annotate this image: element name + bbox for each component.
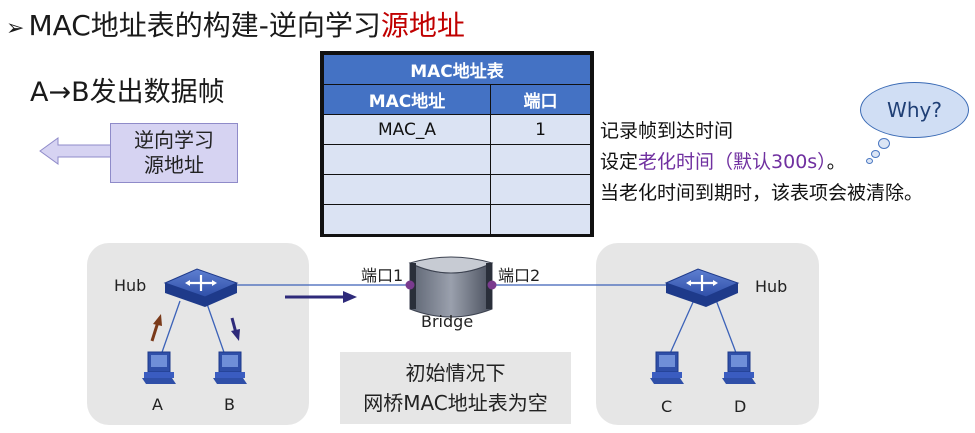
bridge-label: Bridge xyxy=(421,312,474,331)
download-arrow-icon xyxy=(230,317,240,341)
note-line2-suffix: 。 xyxy=(826,151,846,173)
host-c-label: C xyxy=(661,397,673,416)
host-a-icon xyxy=(142,351,176,384)
reverse-learning-box: 逆向学习 源地址 xyxy=(110,123,238,183)
table-row: MAC_A 1 xyxy=(323,114,591,145)
table-cell-port: 1 xyxy=(490,114,591,145)
hub-left-icon xyxy=(163,268,239,307)
bullet-arrow-icon: ➢ xyxy=(6,16,25,41)
note-line3: 当老化时间到期时，该表项会被清除。 xyxy=(600,182,924,204)
port1-label: 端口1 xyxy=(361,266,404,285)
table-row xyxy=(323,174,591,205)
note-aging-highlight: 老化时间（默认300s） xyxy=(638,151,827,173)
upload-arrow-icon xyxy=(150,314,162,342)
host-c-icon xyxy=(650,351,684,384)
table-row xyxy=(323,144,591,175)
bubble-dot xyxy=(878,138,890,149)
hub-left-label: Hub xyxy=(114,276,147,295)
bubble-dot xyxy=(866,158,873,164)
column-header-mac: MAC地址 xyxy=(323,84,491,115)
port2-label: 端口2 xyxy=(498,266,541,285)
note-line2: 设定老化时间（默认300s）。 xyxy=(600,147,923,178)
bubble-dot xyxy=(871,150,880,158)
table-cell-mac xyxy=(323,144,491,175)
initial-state-caption: 初始情况下 网桥MAC地址表为空 xyxy=(340,352,571,424)
note-line1: 记录帧到达时间 xyxy=(600,120,734,142)
title-main: MAC地址表的构建-逆向学习 xyxy=(28,9,381,42)
network-links xyxy=(159,284,739,359)
bridge-icon xyxy=(408,256,494,318)
mac-address-table: MAC地址表 MAC地址 端口 MAC_A 1 xyxy=(320,51,594,237)
column-header-port: 端口 xyxy=(490,84,591,115)
learn-box-line2: 源地址 xyxy=(144,153,204,177)
title-highlight: 源地址 xyxy=(380,9,465,42)
table-cell-port xyxy=(490,174,591,205)
port1-dot xyxy=(405,280,415,290)
frame-flow-arrow-icon xyxy=(285,291,357,303)
host-a-label: A xyxy=(152,395,163,414)
hub-right-label: Hub xyxy=(755,277,788,296)
slide-title: ➢MAC地址表的构建-逆向学习源地址 xyxy=(6,4,465,44)
aging-note: 记录帧到达时间 设定老化时间（默认300s）。 当老化时间到期时，该表项会被清除… xyxy=(600,116,923,209)
host-b-label: B xyxy=(224,395,235,414)
table-cell-port xyxy=(490,204,591,235)
why-thought-bubble: Why? xyxy=(860,82,969,138)
host-d-label: D xyxy=(734,397,747,416)
table-row xyxy=(323,204,591,235)
caption-line2: 网桥MAC地址表为空 xyxy=(363,391,548,415)
caption-line1: 初始情况下 xyxy=(405,361,506,385)
table-cell-mac: MAC_A xyxy=(323,114,491,145)
note-line2-prefix: 设定 xyxy=(600,151,639,173)
frame-direction-text: A→B发出数据帧 xyxy=(30,77,225,108)
host-d-icon xyxy=(722,351,756,384)
hub-right-icon xyxy=(664,268,740,307)
port2-dot xyxy=(487,280,497,290)
host-b-icon xyxy=(213,351,247,384)
learn-box-line1: 逆向学习 xyxy=(134,128,214,152)
table-cell-port xyxy=(490,144,591,175)
